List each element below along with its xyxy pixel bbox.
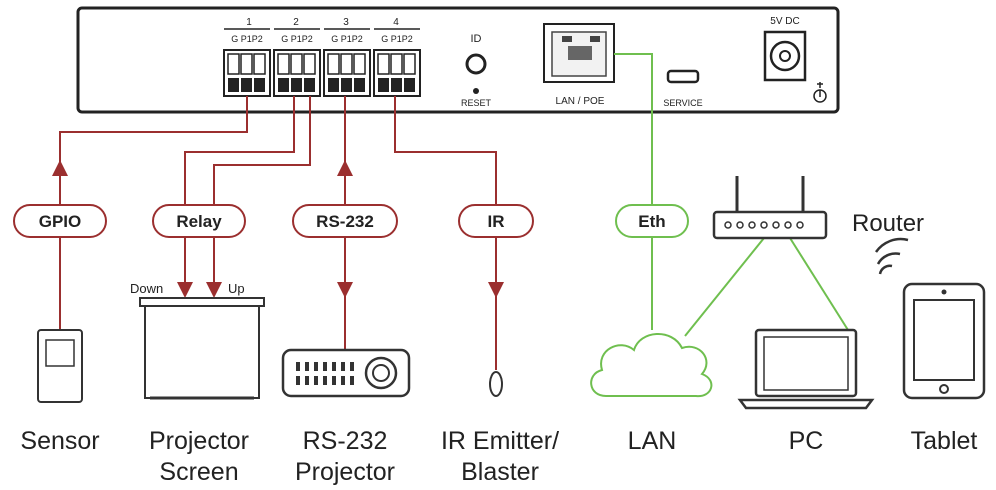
- svg-text:3: 3: [343, 17, 349, 28]
- up-label: Up: [228, 281, 245, 296]
- projector-screen-label-2: Screen: [159, 458, 238, 486]
- rs232-up-arrow: [337, 160, 353, 176]
- pc-laptop-icon: [737, 328, 875, 410]
- svg-text:1: 1: [246, 17, 252, 28]
- ir-emitter-label-2: Blaster: [461, 458, 539, 486]
- wifi-icon: [874, 237, 909, 275]
- ir-pill: IR: [458, 204, 534, 238]
- tablet-icon: [902, 282, 986, 400]
- sensor-label: Sensor: [20, 427, 99, 455]
- power-jack: [763, 30, 807, 82]
- svg-text:G P1P2: G P1P2: [231, 34, 263, 44]
- power-label: 5V DC: [770, 16, 799, 27]
- arrows: [52, 160, 504, 298]
- svg-text:GPIO: GPIO: [39, 212, 82, 231]
- eth-pill: Eth: [615, 204, 689, 238]
- lan-port: [543, 23, 615, 83]
- projector-icon: [281, 348, 411, 398]
- id-label: ID: [471, 33, 482, 45]
- pc-label: PC: [789, 427, 824, 455]
- svg-text:IR: IR: [488, 212, 505, 231]
- svg-text:G P1P2: G P1P2: [331, 34, 363, 44]
- id-button: [465, 53, 487, 75]
- sensor-icon: [37, 329, 83, 403]
- svg-text:G P1P2: G P1P2: [381, 34, 413, 44]
- service-port: [666, 69, 700, 84]
- svg-text:4: 4: [393, 17, 399, 28]
- ir-wire: [394, 96, 497, 370]
- relay-wire-down: [184, 96, 295, 284]
- device-unit: 1 G P1P2 2 G P1P2 3 G P1P2: [76, 6, 840, 114]
- router-icon: [712, 176, 828, 240]
- lan-poe-label: LAN / POE: [556, 96, 605, 107]
- projector-screen-icon: [139, 297, 265, 400]
- down-label: Down: [130, 281, 163, 296]
- lan-cloud-icon: [590, 333, 713, 398]
- port-4: 4 G P1P2: [373, 17, 421, 97]
- rs232-down-arrow: [337, 282, 353, 298]
- reset-label: RESET: [461, 98, 492, 108]
- lan-label: LAN: [628, 427, 677, 455]
- control-wires: [59, 96, 497, 370]
- svg-text:Relay: Relay: [176, 212, 222, 231]
- reset-hole: [473, 88, 479, 94]
- svg-text:2: 2: [293, 17, 299, 28]
- rs232-pill: RS-232: [292, 204, 398, 238]
- relay-down-arrow: [177, 282, 193, 298]
- port-2: 2 G P1P2: [273, 17, 321, 97]
- port-3: 3 G P1P2: [323, 17, 371, 97]
- service-label: SERVICE: [663, 98, 702, 108]
- ir-emitter-label-1: IR Emitter/: [441, 427, 559, 455]
- relay-pill: Relay: [152, 204, 246, 238]
- gpio-arrow: [52, 160, 68, 176]
- svg-text:G P1P2: G P1P2: [281, 34, 313, 44]
- router-pc-wire: [789, 237, 849, 331]
- tablet-label: Tablet: [911, 427, 978, 455]
- ground-icon: [813, 82, 827, 103]
- projector-screen-label-1: Projector: [149, 427, 249, 455]
- port-1: 1 G P1P2: [223, 17, 271, 97]
- svg-text:RS-232: RS-232: [316, 212, 374, 231]
- router-lan-wire: [684, 237, 765, 337]
- ir-arrow: [488, 282, 504, 298]
- router-label: Router: [852, 210, 924, 237]
- svg-text:Eth: Eth: [638, 212, 665, 231]
- ir-emitter-icon: [489, 371, 503, 397]
- rs232-projector-label-1: RS-232: [303, 427, 388, 455]
- rs232-projector-label-2: Projector: [295, 458, 395, 486]
- gpio-pill: GPIO: [13, 204, 107, 238]
- relay-up-arrow: [206, 282, 222, 298]
- relay-wire-up: [213, 96, 311, 284]
